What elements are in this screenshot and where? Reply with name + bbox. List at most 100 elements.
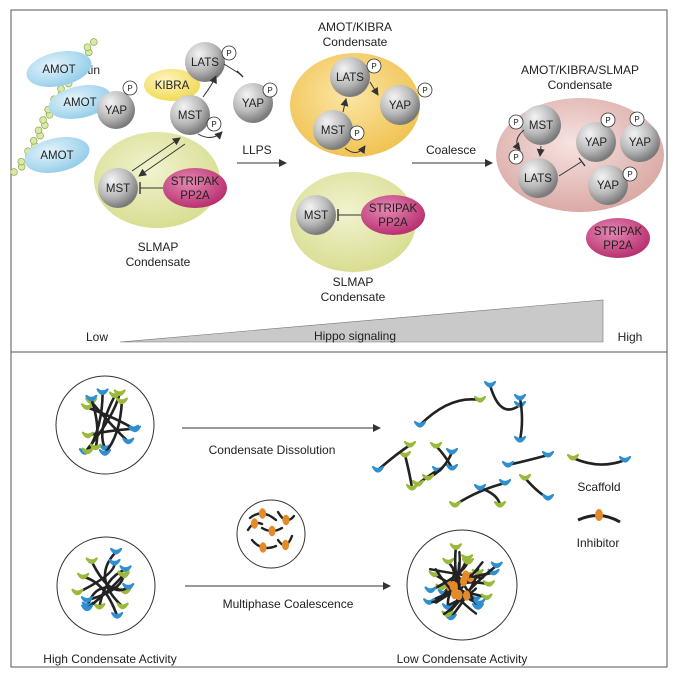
svg-text:STRIPAK: STRIPAK xyxy=(369,203,418,215)
svg-text:KIBRA: KIBRA xyxy=(155,80,190,92)
slmap-condensate-left-label: SLMAP xyxy=(138,240,179,254)
scaffold-molecule xyxy=(98,397,128,456)
inhibitor-molecule xyxy=(246,518,264,532)
legend-inhibitor-symbol xyxy=(577,509,621,524)
inhibitor-molecule xyxy=(276,510,296,526)
yap-node-merged-1: YAP xyxy=(576,122,616,162)
actin-bead xyxy=(17,157,26,166)
svg-text:PP2A: PP2A xyxy=(180,190,210,202)
phospho-badge: P xyxy=(122,80,138,96)
actin-bead xyxy=(83,43,92,51)
slmap-condensate-middle-label-2: Condensate xyxy=(321,290,386,304)
svg-text:LATS: LATS xyxy=(191,57,219,69)
amot-oval-3: AMOT xyxy=(24,137,90,173)
dissolution-label: Condensate Dissolution xyxy=(209,443,336,457)
scaffold-molecule xyxy=(566,453,632,466)
scaffold-molecule xyxy=(85,394,102,451)
mst-node-merged: MST xyxy=(521,105,561,145)
lats-to-yap-merged xyxy=(558,161,582,177)
mst-autophos-arrow xyxy=(197,131,223,140)
actin-bead xyxy=(29,137,38,145)
yap-node-merged-3: YAP xyxy=(588,165,628,205)
svg-text:P: P xyxy=(267,86,272,95)
actin-bead xyxy=(10,168,18,176)
phospho-badge: P xyxy=(366,58,382,74)
hippo-gradient-wedge xyxy=(119,299,604,343)
svg-text:YAP: YAP xyxy=(389,100,411,112)
phospho-badge: P xyxy=(622,166,638,182)
lats-inhibits-yap xyxy=(223,63,241,75)
svg-text:YAP: YAP xyxy=(105,105,127,117)
scaffold-molecule xyxy=(513,393,527,443)
gradient-low-label: Low xyxy=(86,330,108,344)
lats-node-left: LATS xyxy=(185,42,225,82)
dissolved-scaffolds xyxy=(371,380,555,508)
svg-text:MST: MST xyxy=(106,183,130,195)
gradient-center-label: Hippo signaling xyxy=(314,329,396,343)
svg-text:P: P xyxy=(422,86,427,95)
legend-scaffold-label: Scaffold xyxy=(577,480,620,494)
mst-to-lats-arrow xyxy=(202,75,217,98)
actin-bead xyxy=(34,126,43,135)
scaffold-molecule xyxy=(473,483,507,508)
inhibitor-molecule xyxy=(428,568,484,581)
svg-text:MST: MST xyxy=(529,120,553,132)
svg-text:P: P xyxy=(627,170,632,179)
merged-title: AMOT/KIBRA/SLMAP xyxy=(521,63,639,77)
yap-node-merged-2: YAP xyxy=(620,122,660,162)
low-condensate-merged xyxy=(406,529,518,641)
amot-kibra-title: AMOT/KIBRA xyxy=(318,20,392,34)
amot-oval-2: AMOT xyxy=(48,84,112,120)
mst-exchange-down xyxy=(138,143,186,177)
svg-text:MST: MST xyxy=(304,210,328,222)
inhibition-bar xyxy=(578,157,586,167)
low-activity-label: Low Condensate Activity xyxy=(397,652,528,666)
phospho-badge: P xyxy=(508,114,524,130)
phospho-badge: P xyxy=(508,149,524,165)
scaffold-molecule xyxy=(371,440,417,473)
svg-text:P: P xyxy=(513,118,518,127)
svg-text:P: P xyxy=(354,129,359,138)
amot-kibra-title-2: Condensate xyxy=(323,35,388,49)
mst-node-slmap-middle: MST xyxy=(296,195,336,235)
svg-text:AMOT: AMOT xyxy=(40,150,73,162)
svg-text:P: P xyxy=(226,49,231,58)
scaffold-molecule xyxy=(398,450,419,491)
phospho-badge: P xyxy=(417,82,433,98)
svg-text:P: P xyxy=(127,84,132,93)
actin-bead xyxy=(90,38,98,46)
slmap-condensate-middle-label: SLMAP xyxy=(333,275,374,289)
inhibitor-molecule xyxy=(250,538,278,553)
scaffold-molecule xyxy=(483,380,527,411)
svg-text:STRIPAK: STRIPAK xyxy=(594,226,643,238)
mst-autophos-ak xyxy=(344,145,366,155)
high-condensate-top xyxy=(55,375,155,475)
high-condensate-bottom xyxy=(56,536,156,636)
svg-text:P: P xyxy=(605,116,610,125)
scaffold-molecule xyxy=(448,478,512,508)
inhibitor-molecule xyxy=(260,525,284,537)
mst-exchange-up xyxy=(131,137,181,172)
inhibitor-molecule xyxy=(276,534,294,551)
phospho-badge: P xyxy=(629,111,645,127)
inhibition-bar xyxy=(236,70,244,78)
high-activity-label: High Condensate Activity xyxy=(43,652,176,666)
mst-to-lats-merged xyxy=(536,145,545,157)
phospho-badge: P xyxy=(600,112,616,128)
lats-node-merged: LATS xyxy=(518,158,558,198)
svg-text:YAP: YAP xyxy=(629,137,651,149)
svg-text:MST: MST xyxy=(178,110,202,122)
scaffold-molecule xyxy=(429,441,459,471)
inhibitor-condensate xyxy=(236,499,306,569)
phospho-badge: P xyxy=(221,45,237,61)
merged-title-2: Condensate xyxy=(548,78,613,92)
scaffold-molecule xyxy=(81,570,130,612)
amot-oval-1: AMOT xyxy=(26,51,92,87)
mst-node-slmap-left: MST xyxy=(98,168,138,208)
svg-text:PP2A: PP2A xyxy=(603,240,633,252)
scaffold-molecule xyxy=(93,565,132,610)
mst-node-active: MST xyxy=(170,95,210,135)
mst-node-ak: MST xyxy=(313,110,353,150)
